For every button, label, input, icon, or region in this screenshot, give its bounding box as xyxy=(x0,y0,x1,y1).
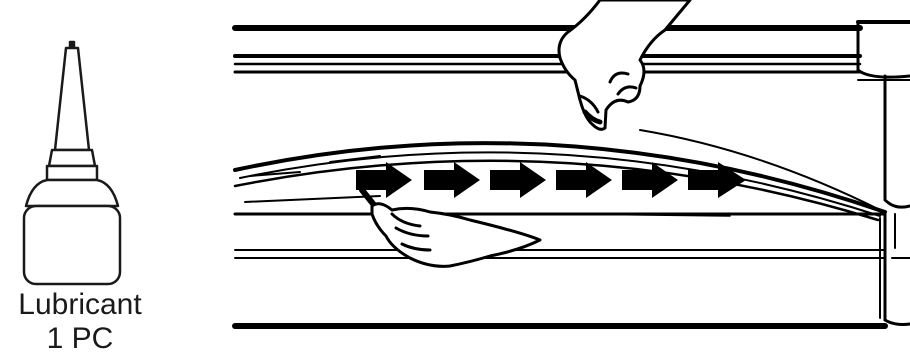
arrow-right-icon xyxy=(622,162,678,198)
item-name: Lubricant xyxy=(18,288,142,321)
arrow-right-icon xyxy=(424,162,480,198)
arrow-right-icon xyxy=(688,162,746,198)
seal-strip xyxy=(233,129,887,222)
frame-rails xyxy=(232,20,910,329)
hand-icon xyxy=(557,0,692,131)
item-quantity: 1 PC xyxy=(46,322,114,355)
lubricant-bottle-icon xyxy=(22,40,122,286)
arrow-right-icon xyxy=(556,162,612,198)
arrow-right-icon xyxy=(490,162,546,198)
direction-arrows xyxy=(356,162,746,198)
scraper-tool-icon xyxy=(359,187,542,268)
arrow-right-icon xyxy=(356,162,412,198)
